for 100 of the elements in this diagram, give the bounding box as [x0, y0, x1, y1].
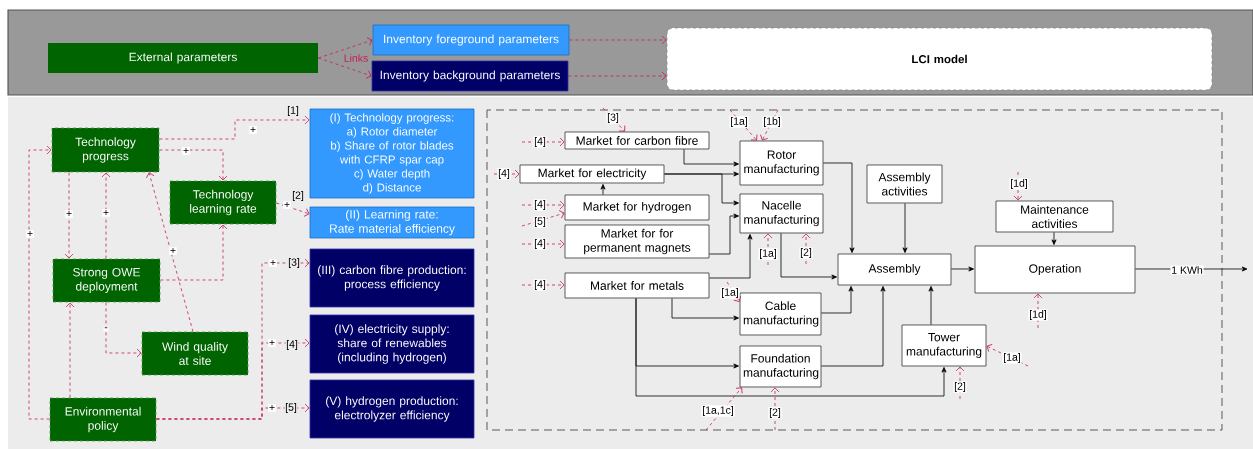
reference-number: [4]	[285, 339, 299, 351]
process-box: Operation	[974, 245, 1136, 294]
edge-label: -	[103, 326, 109, 332]
arrow	[318, 37, 373, 59]
arrow	[521, 137, 565, 147]
reference-number: [2]	[291, 190, 305, 202]
arrow	[569, 35, 667, 45]
parameter-box: (II) Learning rate: Rate material efficiency	[309, 206, 475, 239]
parameter-box: (V) hydrogen production: electrolyzer efficiency	[309, 379, 475, 439]
arrow	[146, 172, 194, 332]
arrow	[763, 233, 773, 266]
arrow	[600, 184, 606, 195]
edge-label: 1 KWh	[1170, 265, 1204, 275]
edge-label: +	[269, 259, 277, 267]
arrow	[65, 302, 75, 398]
arrow	[726, 281, 741, 302]
edge-label: +	[249, 126, 257, 134]
edge-label: [1a]	[729, 116, 749, 128]
process-box: Assembly activities	[866, 164, 943, 204]
arrow	[760, 109, 779, 141]
factor-box: Environmental policy	[49, 397, 157, 442]
process-box: Market for carbon fibre	[564, 131, 710, 150]
arrow	[821, 286, 854, 314]
edge-label: +	[169, 247, 177, 255]
edge-label: +	[65, 210, 73, 218]
arrow	[705, 387, 743, 431]
edge-label: [3]	[606, 112, 620, 124]
edge-label: +	[268, 339, 276, 347]
arrow	[683, 149, 739, 167]
arrow	[156, 403, 310, 420]
arrow	[568, 71, 667, 81]
edge-label: [4]	[533, 238, 547, 250]
arrow	[709, 213, 739, 255]
edge-label: [5]	[533, 216, 547, 228]
edge-label: [4]	[497, 168, 511, 180]
parameter-box: (I) Technology progress: a) Rotor diameter b) Share of rotor blades with CFRP spar cap c) Water depth d) Distance	[309, 108, 475, 199]
edge-label: [1a]	[758, 248, 778, 260]
factor-box: Technology progress	[51, 127, 160, 173]
edge-label: [2]	[799, 247, 813, 259]
process-box: Market for for permanent magnets	[564, 224, 710, 259]
arrow	[821, 286, 886, 367]
edge-label: [1a,1c]	[701, 405, 735, 417]
arrow	[318, 57, 372, 79]
arrow	[602, 107, 626, 132]
edge-label: +	[283, 201, 291, 209]
reference-number: [5]	[284, 402, 298, 414]
edge-label: [1d]	[1009, 178, 1029, 190]
edge-label: +	[102, 209, 110, 217]
arrow	[928, 286, 934, 325]
process-box: Market for electricity	[519, 164, 665, 184]
edge-label: [2]	[768, 407, 782, 419]
arrow	[1013, 171, 1023, 201]
arrow	[801, 233, 811, 265]
process-box: Foundation manufacturing	[739, 345, 822, 388]
edge-label: [1a]	[720, 287, 740, 299]
arrow	[671, 298, 739, 321]
edge-label: +	[26, 230, 34, 238]
arrow	[729, 109, 758, 141]
factor-box: Technology learning rate	[169, 180, 277, 225]
arrow	[770, 387, 780, 431]
process-box: Cable manufacturing	[739, 292, 822, 336]
arrow	[521, 200, 565, 210]
link-label: Links	[344, 54, 368, 62]
process-box: Tower manufacturing	[901, 324, 987, 367]
edge-label: +	[268, 404, 276, 412]
arrow	[159, 149, 228, 181]
edge-label: [1d]	[1028, 309, 1048, 321]
edge-label: +	[182, 147, 190, 155]
process-box: Rotor manufacturing	[739, 140, 824, 186]
arrow	[64, 172, 74, 259]
arrow	[159, 115, 310, 140]
process-box: Nacelle manufacturing	[739, 193, 824, 234]
arrow	[986, 343, 1029, 367]
arrow	[521, 280, 565, 290]
process-box: Market for metals	[564, 272, 710, 299]
arrow	[521, 239, 565, 249]
arrow	[823, 162, 855, 253]
parameter-box: (III) carbon fibre production: process efficiency	[309, 248, 475, 308]
process-box: Market for hydrogen	[564, 194, 710, 221]
parameter-box: (IV) electricity supply: share of renewables (including hydrogen)	[309, 314, 475, 374]
edge-label: [4]	[533, 279, 547, 291]
arrow	[160, 224, 228, 281]
arrow	[276, 202, 310, 217]
arrow	[664, 173, 739, 206]
arrow	[951, 266, 974, 272]
reference-number: [3]	[287, 257, 301, 269]
process-box: Maintenance activities	[995, 200, 1114, 233]
arrow	[1033, 293, 1043, 329]
arrow	[635, 298, 947, 397]
arrow	[101, 172, 111, 259]
parameter-box: Inventory foreground parameters	[372, 24, 570, 56]
process-box: Assembly	[837, 253, 952, 286]
arrow	[902, 203, 908, 253]
reference-number: [1]	[286, 105, 300, 117]
edge-label: [2]	[953, 381, 967, 393]
arrow	[709, 234, 753, 279]
arrow	[105, 302, 142, 358]
arrow	[28, 145, 52, 420]
arrow	[955, 366, 965, 400]
parameter-box: Inventory background parameters	[371, 60, 569, 92]
